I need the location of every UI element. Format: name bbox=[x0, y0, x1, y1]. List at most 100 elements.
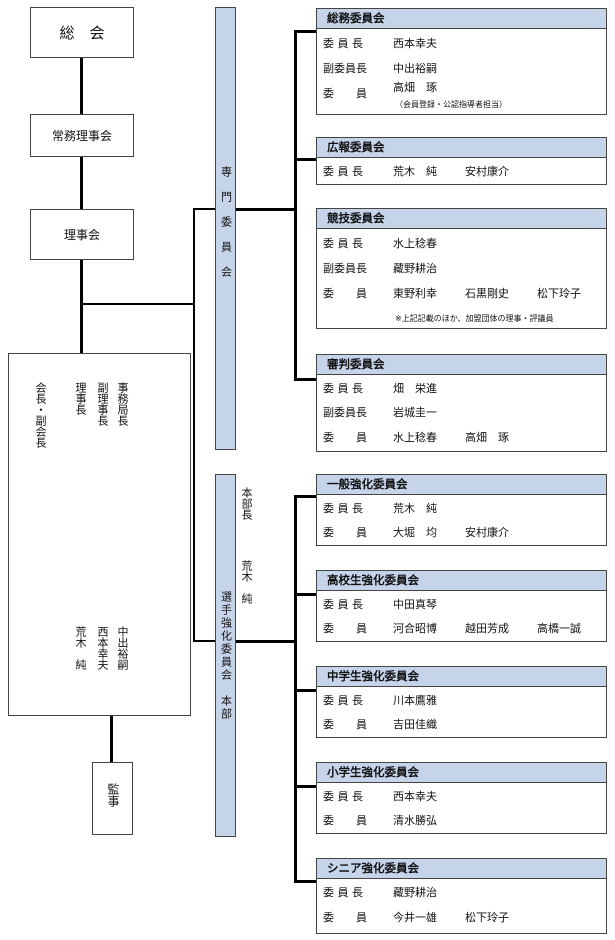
member-name: 今井一雄 bbox=[393, 911, 437, 924]
athlete-development-title: 選手強化委員会 本部 bbox=[219, 590, 233, 721]
member-name: 西本幸夫 bbox=[393, 790, 437, 803]
member-role: 委 員 長 bbox=[323, 165, 363, 178]
member-name: 岩城圭一 bbox=[393, 406, 437, 419]
connector-line bbox=[110, 716, 113, 762]
member-name: 越田芳成 bbox=[465, 622, 509, 635]
committee-box: 競技委員会 委 員 長 水上稔春 副委員長 藏野耕治 委 員 東野利幸 石黒剛史… bbox=[316, 208, 607, 329]
member-role: 委 員 長 bbox=[323, 502, 363, 515]
member-role: 委 員 長 bbox=[323, 694, 363, 707]
general-assembly-label: 総 会 bbox=[59, 24, 105, 42]
committee-box: 広報委員会 委 員 長 荒木 純 安村康介 bbox=[316, 137, 607, 185]
member-name: 荒木 純 bbox=[393, 502, 437, 515]
member-role: 委 員 長 bbox=[323, 886, 363, 899]
committee-header: 広報委員会 bbox=[317, 138, 606, 158]
committee-box: シニア強化委員会 委 員 長 藏野耕治 委 員 今井一雄 松下玲子 bbox=[316, 858, 607, 934]
executive-board-box: 常務理事会 bbox=[30, 114, 134, 157]
committee-header: 審判委員会 bbox=[317, 355, 606, 375]
member-role: 委 員 長 bbox=[323, 237, 363, 250]
member-name: 東野利幸 bbox=[393, 287, 437, 300]
connector-line bbox=[294, 689, 316, 692]
member-name: 川本鷹雅 bbox=[393, 694, 437, 707]
member-name: 水上稔春 bbox=[393, 431, 437, 444]
committee-header: 競技委員会 bbox=[317, 209, 606, 229]
member-role: 委 員 bbox=[323, 526, 367, 539]
member-name: 中田真琴 bbox=[393, 598, 437, 611]
member-role: 委 員 bbox=[323, 622, 367, 635]
committee-header: 高校生強化委員会 bbox=[317, 571, 606, 591]
member-role: 委 員 長 bbox=[323, 37, 363, 50]
member-role: 委 員 長 bbox=[323, 598, 363, 611]
member-role: 委 員 bbox=[323, 287, 367, 300]
connector-line bbox=[294, 593, 316, 596]
officer-title: 理事長 bbox=[74, 382, 87, 415]
member-name: 清水勝弘 bbox=[393, 814, 437, 827]
member-name: 安村康介 bbox=[465, 526, 509, 539]
officer-title: 事務局長 bbox=[116, 382, 129, 426]
connector-line bbox=[193, 208, 215, 210]
member-name: 藏野耕治 bbox=[393, 886, 437, 899]
officer-title: 副理事長 bbox=[96, 382, 109, 426]
committee-header: シニア強化委員会 bbox=[317, 859, 606, 879]
committee-box: 審判委員会 委 員 長 畑 栄進 副委員長 岩城圭一 委 員 水上稔春 高畑 琢 bbox=[316, 354, 607, 452]
head-name: 荒木 純 bbox=[240, 560, 253, 604]
member-role: 副委員長 bbox=[323, 262, 367, 275]
committee-box: 中学生強化委員会 委 員 長 川本鷹雅 委 員 吉田佳織 bbox=[316, 666, 607, 738]
athlete-development-bar: 選手強化委員会 本部 bbox=[215, 474, 236, 837]
connector-line bbox=[294, 378, 316, 381]
connector-line bbox=[235, 640, 295, 643]
member-name: 荒木 純 bbox=[393, 165, 437, 178]
specialist-committee-title: 専門委員会 bbox=[219, 166, 233, 291]
connector-line bbox=[193, 208, 195, 641]
officers-box: 会長・副会長 理事長 副理事長 事務局長 荒木 純 西本幸夫 中出裕嗣 bbox=[8, 353, 191, 716]
board-label: 理事会 bbox=[63, 228, 100, 242]
member-name: 松下玲子 bbox=[537, 287, 581, 300]
member-role: 委 員 長 bbox=[323, 790, 363, 803]
officer-name: 中出裕嗣 bbox=[116, 626, 129, 670]
member-role: 副委員長 bbox=[323, 406, 367, 419]
connector-line bbox=[235, 208, 295, 211]
member-name: 河合昭博 bbox=[393, 622, 437, 635]
member-name: 大堀 均 bbox=[393, 526, 437, 539]
committee-header: 総務委員会 bbox=[317, 9, 606, 29]
connector-line bbox=[294, 495, 316, 498]
general-assembly-box: 総 会 bbox=[30, 7, 134, 58]
member-role: 委 員 bbox=[323, 431, 367, 444]
connector-line bbox=[294, 30, 297, 380]
officer-name: 荒木 純 bbox=[74, 626, 87, 670]
member-name: 高畑 琢 bbox=[465, 431, 509, 444]
member-role: 委 員 bbox=[323, 718, 367, 731]
committee-box: 総務委員会 委 員 長 西本幸夫 副委員長 中出裕嗣 委 員 高畑 琢 （会員登… bbox=[316, 8, 607, 115]
committee-note: ※上記記載のほか、加盟団体の理事・評議員 bbox=[395, 314, 554, 323]
executive-board-label: 常務理事会 bbox=[51, 129, 112, 143]
head-title: 本部長 bbox=[240, 487, 253, 520]
committee-box: 高校生強化委員会 委 員 長 中田真琴 委 員 河合昭博 越田芳成 高橋一誠 bbox=[316, 570, 607, 642]
member-name: 畑 栄進 bbox=[393, 382, 437, 395]
connector-line bbox=[294, 30, 316, 33]
member-name: 水上稔春 bbox=[393, 237, 437, 250]
committee-header: 中学生強化委員会 bbox=[317, 667, 606, 687]
committee-note: （会員登録・公認指導者担当） bbox=[395, 100, 507, 109]
committee-header: 小学生強化委員会 bbox=[317, 763, 606, 783]
member-role: 副委員長 bbox=[323, 62, 367, 75]
connector-line bbox=[294, 785, 316, 788]
member-name: 西本幸夫 bbox=[393, 37, 437, 50]
member-role: 委 員 bbox=[323, 911, 367, 924]
member-role: 委 員 長 bbox=[323, 382, 363, 395]
connector-line bbox=[193, 640, 215, 642]
member-name: 安村康介 bbox=[465, 165, 509, 178]
officer-title: 会長・副会長 bbox=[34, 382, 47, 448]
officer-name: 西本幸夫 bbox=[96, 626, 109, 670]
connector-line bbox=[80, 157, 83, 209]
member-name: 石黒剛史 bbox=[465, 287, 509, 300]
member-name: 高畑 琢 bbox=[393, 81, 437, 94]
committee-header: 一般強化委員会 bbox=[317, 475, 606, 495]
auditor-box: 監事 bbox=[92, 762, 133, 835]
connector-line bbox=[80, 58, 83, 114]
member-name: 高橋一誠 bbox=[537, 622, 581, 635]
board-box: 理事会 bbox=[30, 209, 134, 260]
member-name: 松下玲子 bbox=[465, 911, 509, 924]
member-name: 藏野耕治 bbox=[393, 262, 437, 275]
committee-box: 一般強化委員会 委 員 長 荒木 純 委 員 大堀 均 安村康介 bbox=[316, 474, 607, 546]
connector-line bbox=[294, 880, 316, 883]
auditor-label: 監事 bbox=[106, 783, 120, 807]
